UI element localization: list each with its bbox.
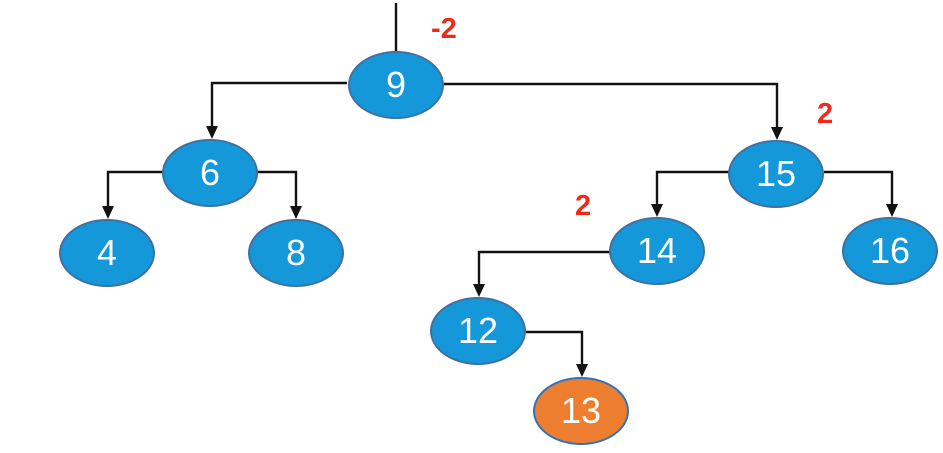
edge-15-16	[824, 170, 898, 217]
balance-factor-label-14: 2	[575, 190, 592, 222]
node-label: 15	[755, 153, 797, 194]
tree-node-13-highlighted: 13	[533, 377, 629, 445]
node-label: 4	[96, 232, 118, 273]
tree-node-12: 12	[430, 297, 526, 365]
node-label: 16	[869, 230, 911, 271]
node-label: 8	[285, 232, 307, 273]
node-label: 9	[385, 64, 407, 105]
tree-node-14: 14	[609, 217, 705, 285]
tree-node-6: 6	[162, 139, 258, 207]
tree-node-15: 15	[728, 140, 824, 208]
tree-node-16: 16	[842, 217, 938, 285]
tree-node-9: 9	[348, 51, 444, 119]
tree-node-8: 8	[248, 219, 344, 287]
balance-factor-label-15: 2	[817, 98, 834, 130]
node-label: 13	[560, 390, 602, 431]
edge-15-14	[651, 170, 729, 217]
edge-14-12	[473, 250, 610, 297]
edge-12-13	[526, 330, 588, 377]
node-label: 12	[457, 310, 499, 351]
balance-factor-label-root: -2	[431, 13, 457, 45]
edge-6-4	[102, 170, 163, 219]
node-label: 14	[636, 230, 678, 271]
node-label: 6	[199, 152, 221, 193]
edge-9-6	[206, 81, 347, 139]
edge-6-8	[257, 170, 302, 219]
tree-node-4: 4	[59, 219, 155, 287]
edge-9-15	[444, 82, 783, 140]
